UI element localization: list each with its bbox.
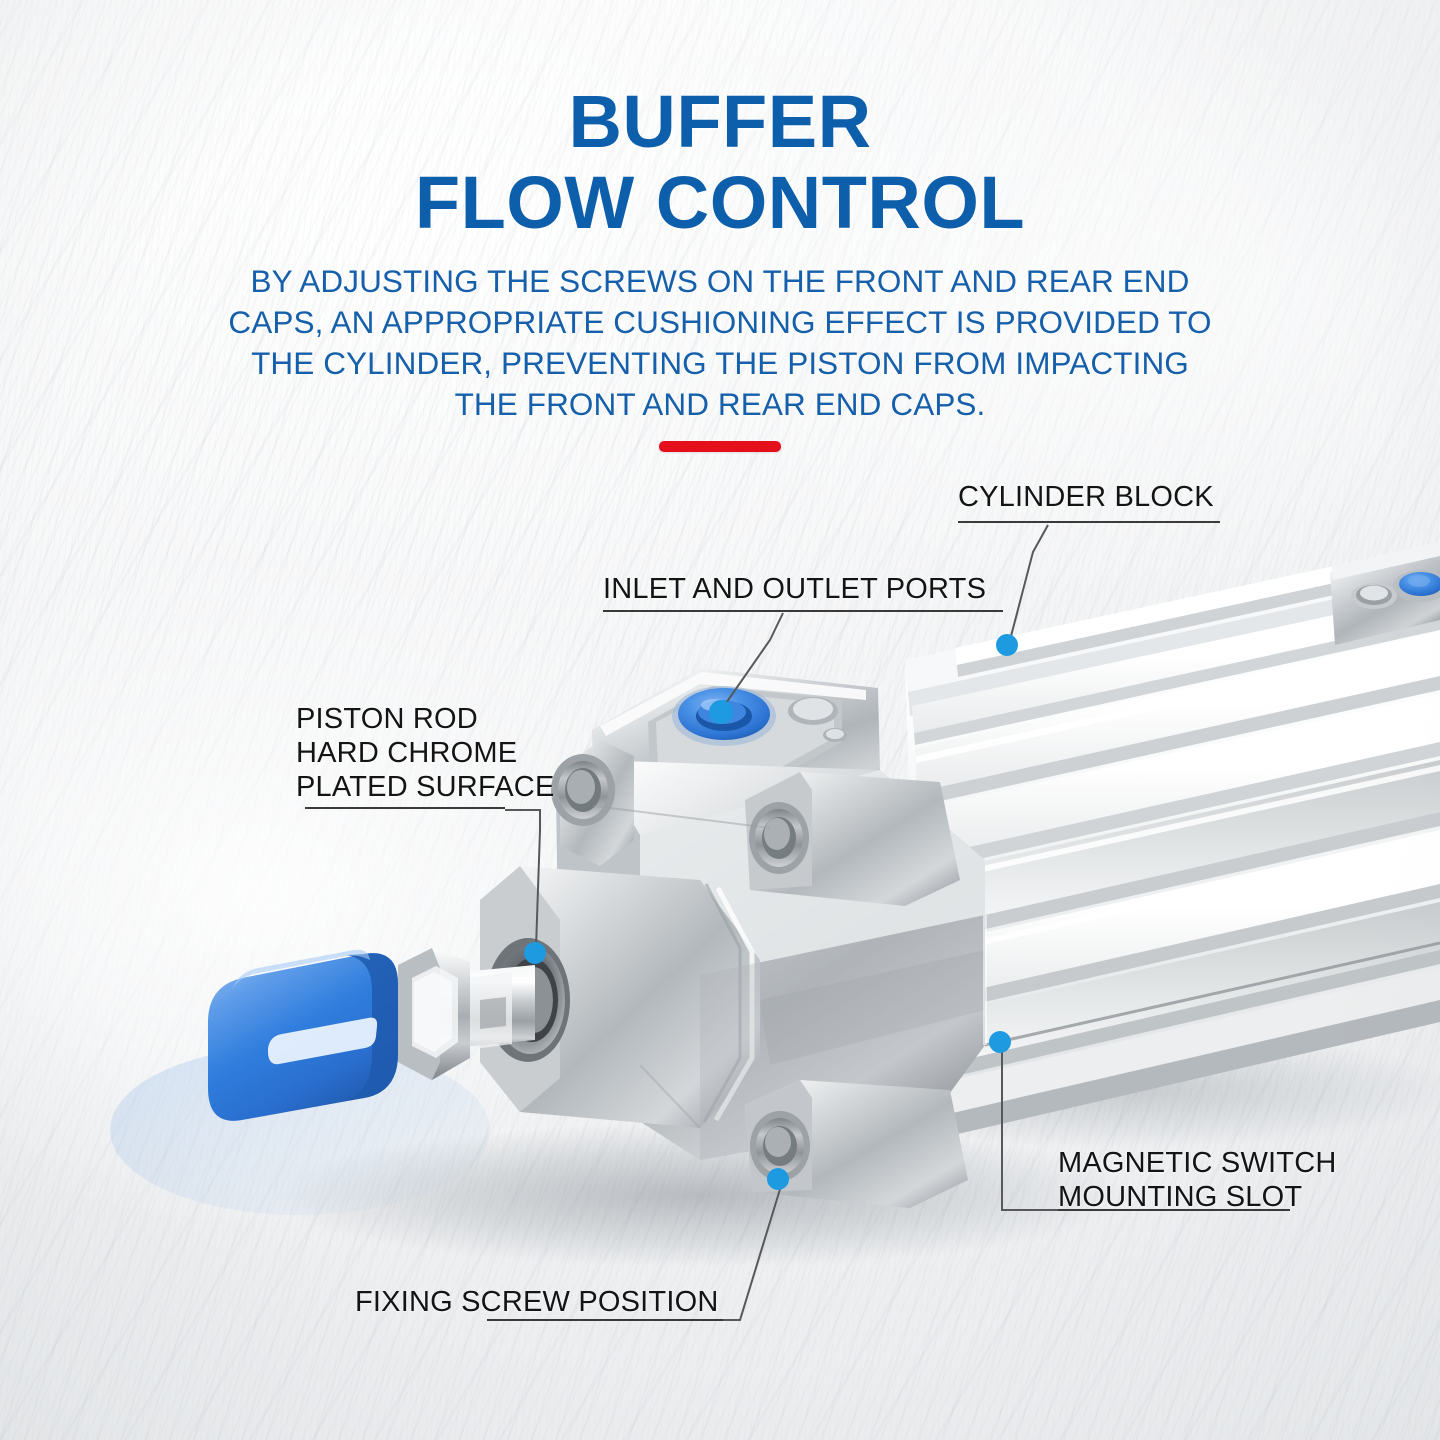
rod-end-protective-cap [208,949,398,1121]
cylinder-barrel [905,543,1440,1140]
callout-piston-rod-line-2: HARD CHROME [296,737,518,770]
page-title-line1: BUFFER [568,80,872,163]
underline-piston-rod [305,807,505,809]
callout-inlet-ports: INLET AND OUTLET PORTS [603,572,986,606]
underline-magnetic-slot [1058,1209,1290,1211]
subtitle-line-3: THE CYLINDER, PREVENTING THE PISTON FROM… [251,344,1189,381]
port-boss-middle [745,772,960,906]
page-title-line2: FLOW CONTROL [414,160,1026,244]
callout-piston-rod: PISTON ROD HARD CHROME PLATED SURFACE [296,702,555,805]
callout-magnetic-slot-line-1: MAGNETIC SWITCH [1058,1147,1337,1179]
port-boss-lower [745,1080,968,1208]
callout-magnetic-slot-line-2: MOUNTING SLOT [1058,1181,1303,1214]
callout-cylinder-block-line-1: CYLINDER BLOCK [958,481,1214,513]
callout-piston-rod-line-1: PISTON ROD [296,703,478,735]
underline-cylinder-block [958,521,1220,523]
subtitle-line-4: THE FRONT AND REAR END CAPS. [454,385,986,422]
port-boss-upper-left [551,740,634,866]
subtitle-line-2: CAPS, AN APPROPRIATE CUSHIONING EFFECT I… [228,303,1212,340]
header-block: BUFFER FLOW CONTROL BY ADJUSTING THE SCR… [0,80,1440,452]
hex-nut [398,948,470,1080]
underline-inlet-ports [603,610,1003,612]
subtitle-line-1: BY ADJUSTING THE SCREWS ON THE FRONT AND… [250,263,1190,300]
callout-inlet-ports-line-1: INLET AND OUTLET PORTS [603,573,987,605]
red-divider-rule [659,440,781,452]
underline-fixing-screw [487,1319,723,1321]
callout-piston-rod-line-3: PLATED SURFACE [296,771,555,804]
rear-end-cap [1330,542,1440,645]
piston-rod-assembly [208,938,570,1121]
callout-fixing-screw: FIXING SCREW POSITION [355,1285,719,1319]
callout-magnetic-slot: MAGNETIC SWITCH MOUNTING SLOT [1058,1146,1337,1214]
callout-fixing-screw-line-1: FIXING SCREW POSITION [355,1286,719,1318]
callout-cylinder-block: CYLINDER BLOCK [958,480,1214,514]
subtitle-block: BY ADJUSTING THE SCREWS ON THE FRONT AND… [0,261,1440,425]
